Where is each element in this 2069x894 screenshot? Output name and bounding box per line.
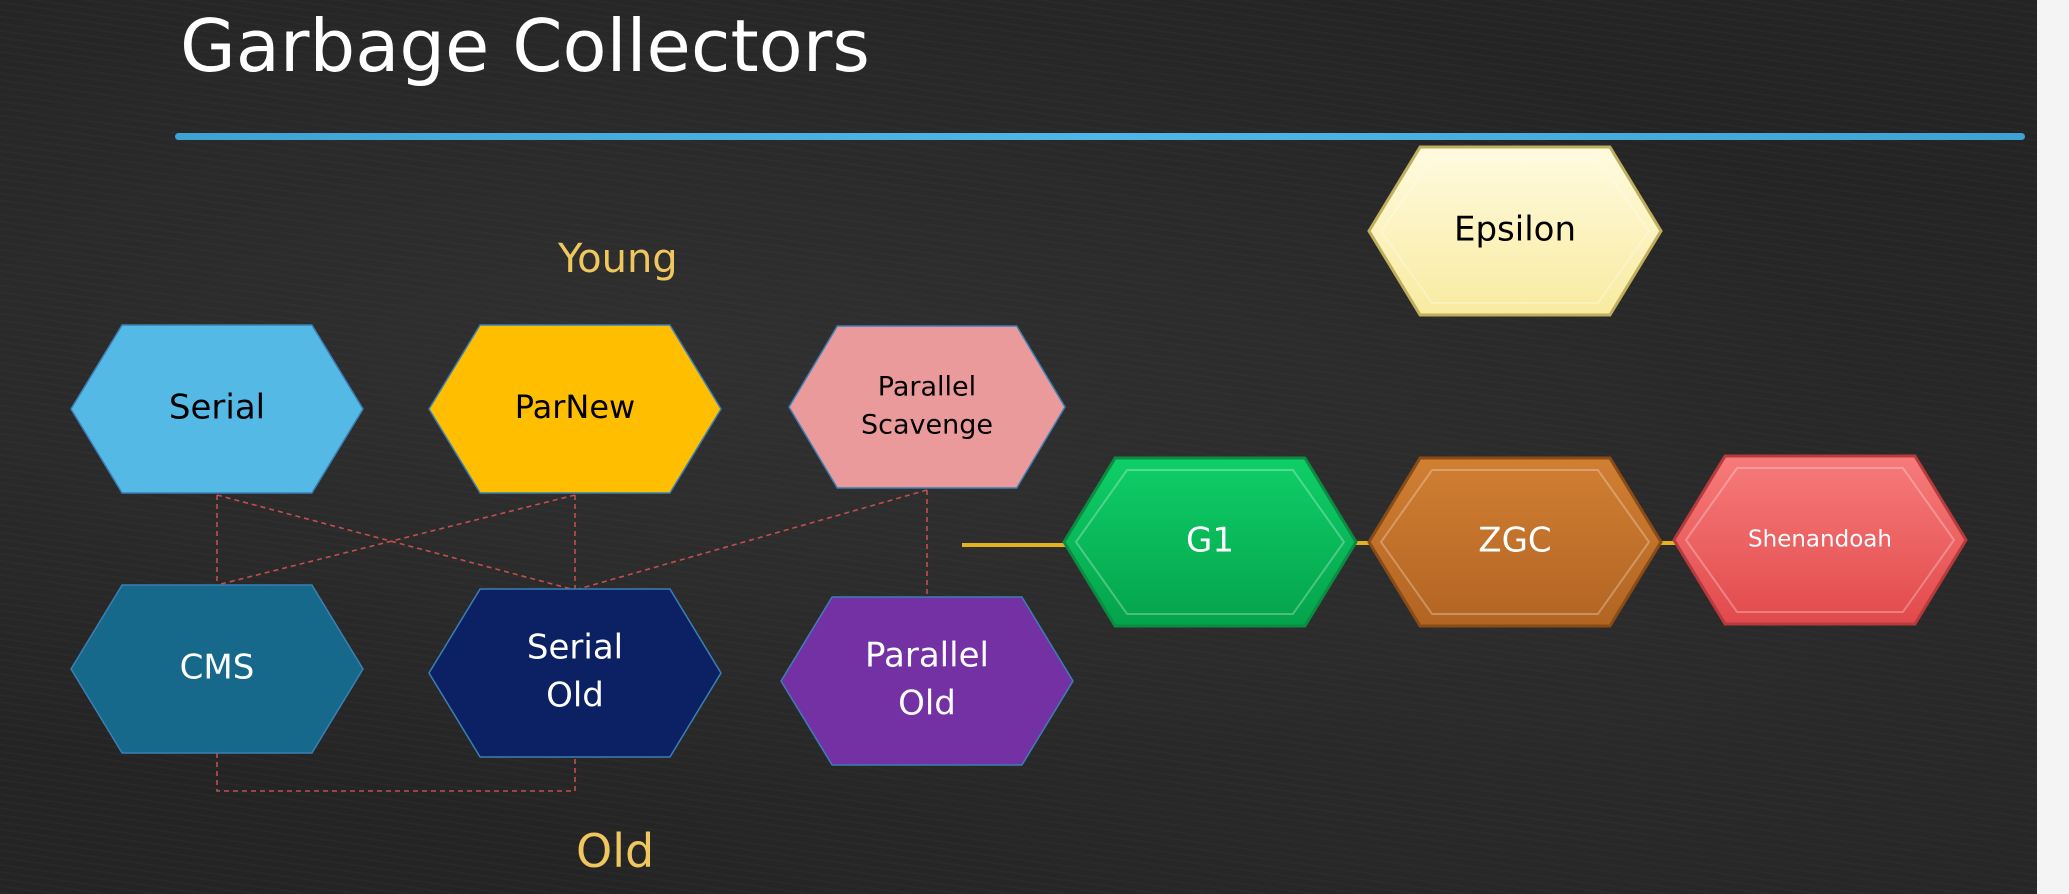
connector-serial-serial-old (216, 494, 576, 591)
cms-hexagon (70, 584, 364, 754)
epsilon-node: Epsilon (1367, 145, 1663, 317)
epsilon-hexagon (1367, 145, 1663, 317)
parnew-hexagon (428, 324, 722, 494)
serial-old-label: Serial (527, 628, 623, 668)
g1-hexagon (1062, 456, 1358, 628)
zgc-bevel (1379, 469, 1651, 615)
shenandoah-node: Shenandoah (1672, 454, 1968, 626)
title-underline (175, 133, 2025, 140)
parnew-label: ParNew (515, 388, 635, 426)
connector-parnew-cms (216, 494, 576, 586)
serial-old-label: Old (546, 676, 604, 716)
connector-cms-serial-old (216, 753, 576, 792)
shenandoah-hexagon (1672, 454, 1968, 626)
page-title: Garbage Collectors (180, 4, 870, 88)
g1-bevel (1074, 469, 1346, 615)
g1-label: G1 (1186, 521, 1234, 561)
parallel-scavenge-hexagon (788, 325, 1066, 489)
zgc-hexagon (1367, 456, 1663, 628)
cms-node: CMS (70, 584, 364, 754)
connector-lines (216, 489, 1678, 792)
parnew-node: ParNew (428, 324, 722, 494)
parallel-scavenge-label: Scavenge (861, 410, 993, 441)
slide-edge (2037, 0, 2069, 894)
parallel-old-label: Parallel (865, 636, 989, 676)
cms-label: CMS (180, 648, 255, 688)
g1-node: G1 (1062, 456, 1358, 628)
zgc-label: ZGC (1478, 521, 1551, 561)
old-generation-label: Old (576, 824, 655, 878)
serial-hexagon (70, 324, 364, 494)
parallel-old-hexagon (780, 596, 1074, 766)
serial-old-hexagon (428, 588, 722, 758)
epsilon-label: Epsilon (1454, 210, 1576, 250)
serial-node: Serial (70, 324, 364, 494)
shenandoah-label: Shenandoah (1748, 527, 1892, 553)
young-generation-label: Young (558, 236, 678, 282)
parallel-scavenge-label: Parallel (878, 372, 976, 403)
zgc-node: ZGC (1367, 456, 1663, 628)
shenandoah-bevel (1684, 467, 1956, 613)
parallel-old-label: Old (898, 684, 956, 724)
connector-parallel-scavenge-serial-old (574, 489, 928, 591)
serial-label: Serial (169, 388, 265, 428)
epsilon-bevel (1379, 158, 1651, 304)
